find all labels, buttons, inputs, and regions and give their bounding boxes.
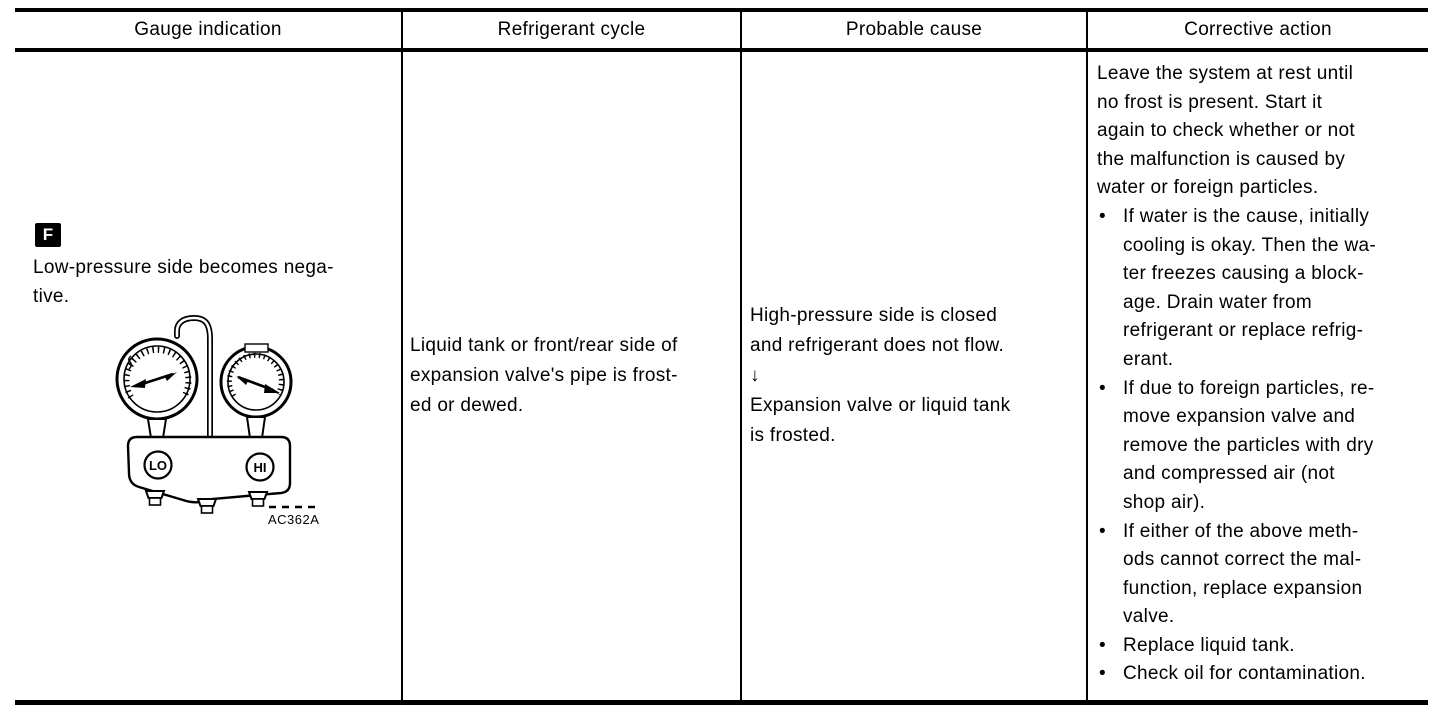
probable-cause-cell: High-pressure side is closed and refrige… — [742, 52, 1088, 700]
corrective-action-cell: Leave the system at rest until no frost … — [1088, 52, 1428, 700]
corrective-action-bullet: • If due to foreign particles, re- move … — [1097, 375, 1422, 518]
bullet-text: Check oil for contamination. — [1123, 663, 1366, 685]
column-header-refrigerant-cycle: Refrigerant cycle — [403, 12, 742, 48]
high-gauge-tick-ring — [226, 352, 284, 398]
hanger-hook-icon — [174, 314, 213, 444]
bullet-marker: • — [1099, 663, 1106, 685]
low-gauge-dial-marking — [128, 355, 132, 370]
high-pressure-gauge-dial — [219, 343, 293, 419]
bullet-text: Replace liquid tank. — [1123, 634, 1295, 656]
header-bottom-rule — [15, 48, 1428, 52]
gauge-indication-text: Low-pressure side becomes nega- tive. — [33, 257, 334, 307]
hi-port-label: HI — [254, 460, 267, 475]
table-header-row: Gauge indication Refrigerant cycle Proba… — [15, 12, 1428, 48]
refrigerant-cycle-text: Liquid tank or front/rear side of expans… — [410, 335, 678, 416]
service-fitting-left — [144, 490, 166, 506]
table-top-rule — [15, 8, 1428, 12]
low-gauge-needle — [130, 372, 177, 388]
gauge-indication-cell: F Low-pressure side becomes nega- tive. — [15, 52, 403, 700]
bullet-text: If either of the above meth- ods cannot … — [1123, 520, 1363, 628]
high-gauge-needle — [236, 375, 280, 393]
figure-caption: AC362A — [268, 512, 319, 527]
troubleshooting-table: Gauge indication Refrigerant cycle Proba… — [15, 8, 1428, 705]
bullet-text: If water is the cause, initially cooling… — [1123, 205, 1377, 370]
service-fitting-center — [196, 498, 218, 514]
table-bottom-rule — [15, 700, 1428, 705]
column-header-probable-cause: Probable cause — [742, 12, 1088, 48]
corrective-action-bullet: • Replace liquid tank. — [1097, 632, 1422, 661]
bullet-marker: • — [1099, 377, 1106, 399]
table-body-row: F Low-pressure side becomes nega- tive. — [15, 52, 1428, 700]
bullet-marker: • — [1099, 520, 1106, 542]
bullet-marker: • — [1099, 634, 1106, 656]
bullet-marker: • — [1099, 205, 1106, 227]
bullet-text: If due to foreign particles, re- move ex… — [1123, 377, 1375, 513]
manifold-gauge-illustration: LO HI — [115, 314, 319, 527]
corrective-action-intro: Leave the system at rest until no frost … — [1097, 63, 1355, 199]
column-header-gauge-indication: Gauge indication — [15, 12, 403, 48]
corrective-action-bullet: • Check oil for contamination. — [1097, 660, 1422, 689]
high-gauge-label-window — [244, 343, 269, 353]
low-pressure-gauge-dial — [115, 337, 199, 421]
low-gauge-stem — [146, 418, 168, 439]
probable-cause-text: High-pressure side is closed and refrige… — [750, 305, 1011, 446]
manifold-gauge-figure: LO HI — [115, 314, 320, 535]
service-manual-page: Gauge indication Refrigerant cycle Proba… — [0, 8, 1456, 705]
column-header-corrective-action: Corrective action — [1184, 19, 1332, 40]
corrective-action-bullet: • If either of the above meth- ods canno… — [1097, 518, 1422, 632]
item-f-badge: F — [35, 223, 61, 247]
lo-port-label: LO — [149, 458, 167, 473]
high-gauge-stem — [245, 416, 267, 439]
service-fitting-right — [247, 491, 269, 507]
corrective-action-list: • If water is the cause, initially cooli… — [1097, 203, 1422, 689]
hi-port: HI — [245, 452, 275, 482]
low-gauge-tick-ring — [123, 346, 192, 399]
lo-port: LO — [143, 450, 173, 480]
corrective-action-bullet: • If water is the cause, initially cooli… — [1097, 203, 1422, 375]
refrigerant-cycle-cell: Liquid tank or front/rear side of expans… — [403, 52, 742, 700]
